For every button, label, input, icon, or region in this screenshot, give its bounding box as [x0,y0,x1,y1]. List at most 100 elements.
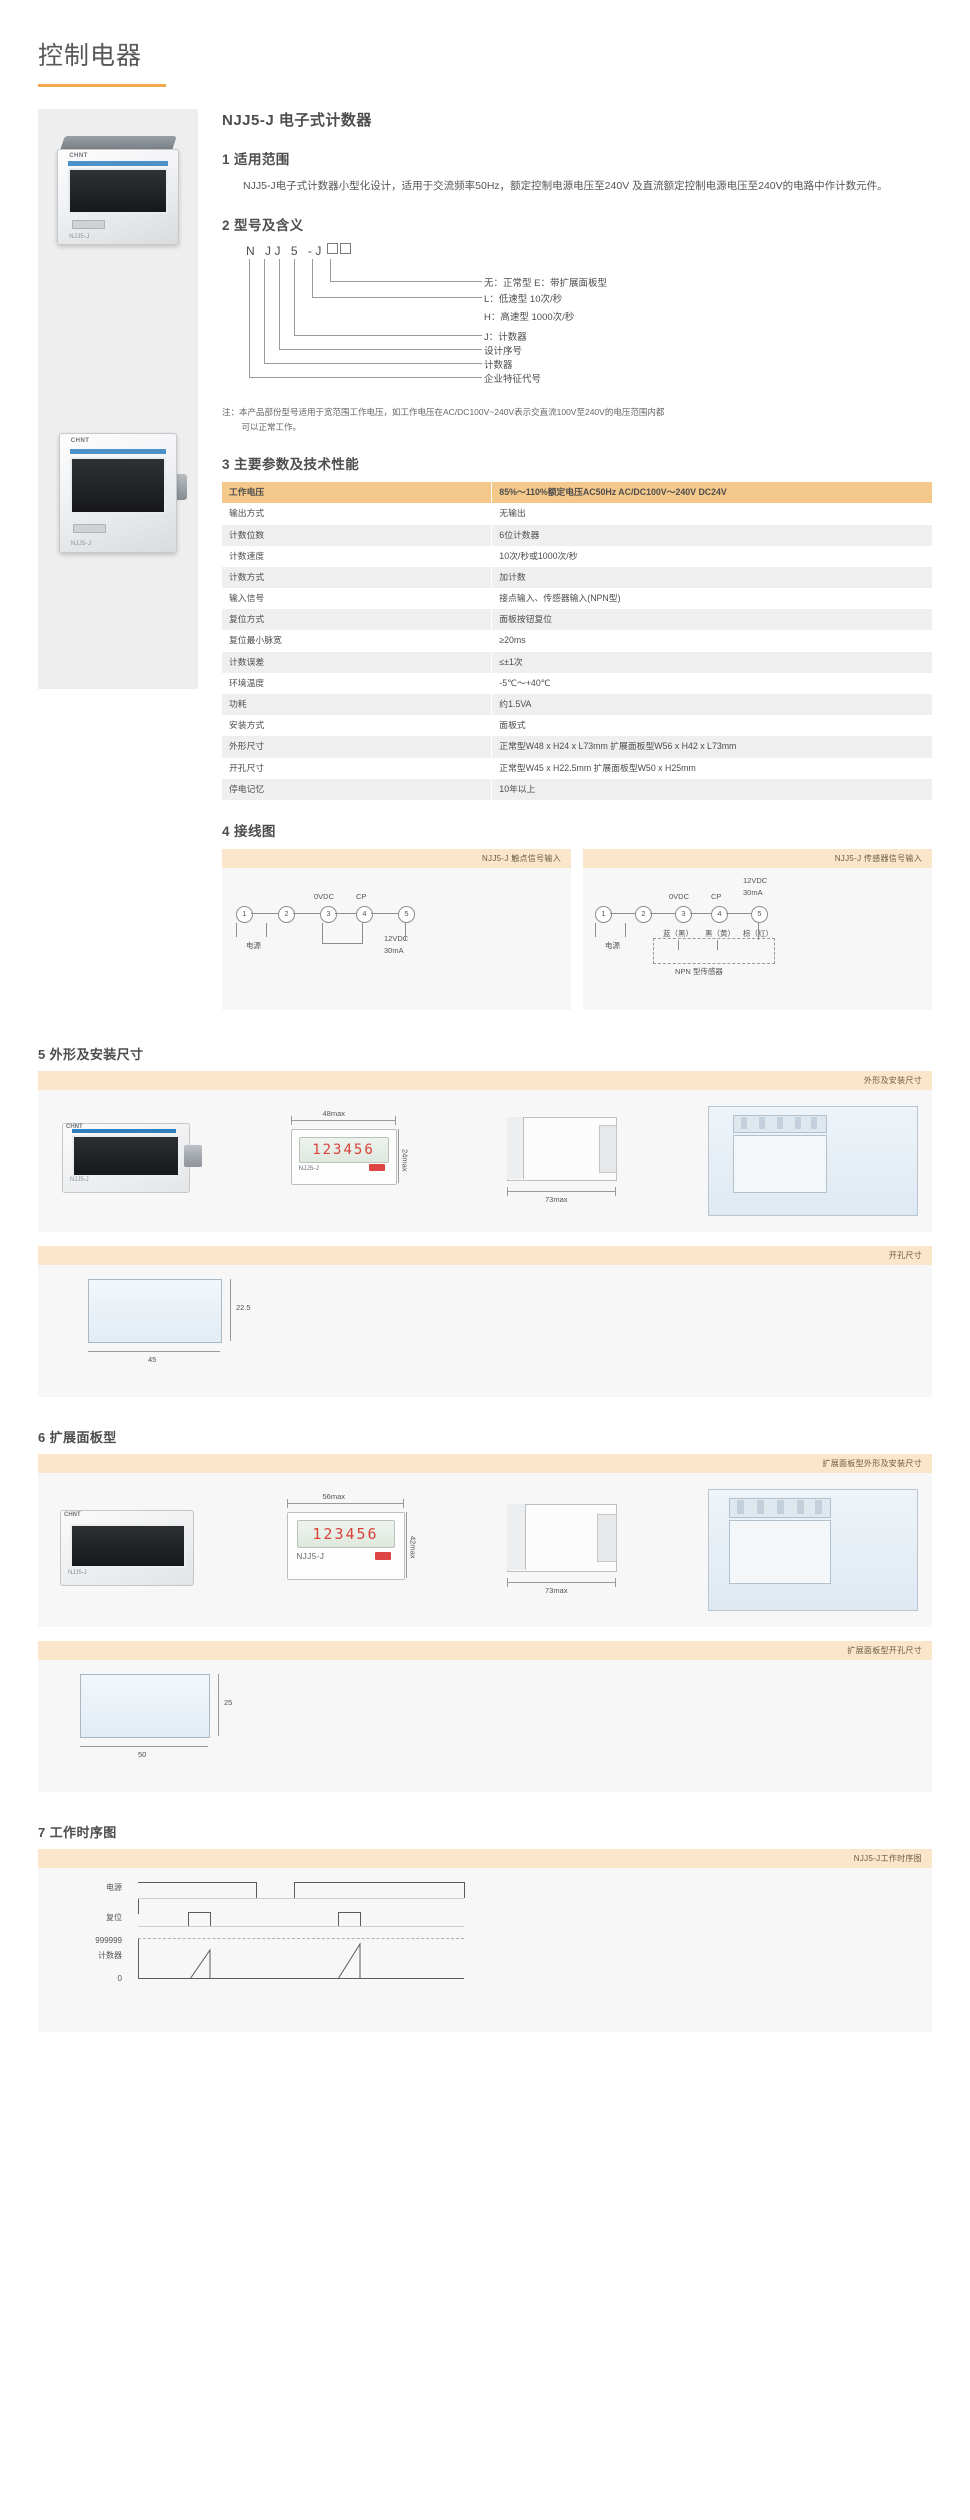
reset-baseline [138,1925,464,1927]
title-underline [38,84,166,87]
model-code: N JJ 5 -J [246,243,351,258]
product-photo-1: CHNT NJJ5-J [38,109,198,399]
device-model-label: NJJ5-J [69,234,90,241]
timing-label-counter: 计数器 [98,1950,122,1960]
label-30ma: 30mA [743,887,763,897]
power-high-2 [294,1881,464,1883]
wire-drop-b [266,922,267,937]
model-label-1: L：低速型 10次/秒 [484,294,563,306]
exp-height-label: 42max [408,1535,418,1559]
hole-width-label: 45 [148,1354,157,1364]
exp-photo-display [70,1523,186,1568]
device-model-label: NJJ5-J [70,541,92,547]
power-fall-2 [464,1881,465,1898]
counter-y-axis [138,1937,139,1978]
dim-width-tick-left [290,1115,292,1125]
model-leader-h-5 [279,349,482,351]
section-1-line-2: 及直流额定控制电源电压至240V的电路中作计数元件。 [632,180,888,192]
model-leader-v-4 [294,259,295,336]
device-photo-display [72,1134,180,1177]
section-7-heading: 7 工作时序图 [38,1824,117,1840]
section-7: 7 工作时序图 NJJ5-J工作时序图 电源 复位 999999 计数器 0 [0,1822,970,2032]
exp-blueprint-body [728,1519,831,1584]
exp-height-line [405,1511,407,1578]
dim-width-tick-right [394,1115,396,1125]
exp-length-line [507,1581,615,1583]
front-view-reset-button [368,1163,385,1171]
product-photo-column: CHNT NJJ5-J CHNT NJJ5-J [38,109,198,1010]
dim-view-blueprint [707,1105,918,1216]
device-accent-strip [67,161,169,167]
spec-value: 约1.5VA [491,694,932,716]
dim-length-tick-right [615,1186,616,1196]
label-cp: CP [711,891,722,901]
exp-photo-model: NJJ5-J [68,1569,87,1576]
section-7-panel: NJJ5-J工作时序图 电源 复位 999999 计数器 0 [38,1848,932,2032]
section-6: 6 扩展面板型 扩展面板型外形及安装尺寸 CHNT NJJ5-J 56max [0,1427,970,1792]
wiring-left-caption: NJJ5-J 触点信号输入 [222,848,571,868]
timing-label-power: 电源 [106,1882,122,1892]
spec-key: 功耗 [222,694,492,716]
wiring-diagram-sensor: NJJ5-J 传感器信号输入 1 2 3 4 5 0VDC CP 12VDC [583,848,932,1010]
section-2-note-line-2: 可以正常工作。 [241,422,302,433]
device-accent-strip [69,448,167,454]
spec-key: 复位方式 [222,609,492,631]
wire-4-5 [371,912,398,914]
device-photo-clip [184,1144,202,1167]
device-brand-mark: CHNT [69,152,88,159]
wire-drop-b [625,922,626,937]
spec-value: 85%～110%额定电压AC50Hz AC/DC100V～240V DC24V [491,482,932,504]
exp-photo-brand: CHNT [64,1511,81,1518]
spec-value: 正常型W45 x H22.5mm 扩展面板型W50 x H25mm [491,757,932,779]
wire-drop-d [717,939,718,950]
device-brand-mark: CHNT [70,437,90,444]
expansion-hole-box: 扩展面板型开孔尺寸 25 50 [38,1640,932,1792]
model-code-text: N JJ 5 -J [246,244,325,259]
model-designation-diagram: N JJ 5 -J 无：正常型 E：带扩展面板型 L：低速型 10次/秒 [222,243,932,395]
model-leader-v-2 [264,259,265,364]
spec-value: 加计数 [491,566,932,589]
section-6-panel-top: 扩展面板型外形及安装尺寸 CHNT NJJ5-J 56max [38,1453,932,1627]
expansion-outline-box: 扩展面板型外形及安装尺寸 CHNT NJJ5-J 56max [38,1453,932,1627]
spec-key: 复位最小脉宽 [229,635,282,646]
section-5-panel-bottom: 开孔尺寸 22.5 45 [38,1245,932,1397]
spec-key: 计数方式 [222,566,492,589]
outline-dimensions-box: 外形及安装尺寸 CHNT NJJ5-J 48max [38,1070,932,1232]
power-fall-1 [256,1881,257,1898]
hole-dimensions-box: 开孔尺寸 22.5 45 [38,1245,932,1397]
spec-row: 输出方式 无输出 [222,503,932,525]
product-title: NJJ5-J 电子式计数器 [222,112,372,129]
counter-ramp-line [138,1942,464,1979]
wire-1-2 [251,912,278,914]
dim-height-line [397,1128,399,1183]
spec-value: 6位计数器 [491,524,932,546]
section-6-caption-top: 扩展面板型外形及安装尺寸 [38,1453,932,1473]
exp-hole-height-label: 25 [224,1697,233,1707]
exp-blueprint-pin-3 [776,1499,784,1514]
wire-3-4 [690,912,711,914]
device-photo-brand: CHNT [66,1123,83,1130]
wire-drop-e [405,922,406,941]
reset-rise-2 [338,1911,339,1926]
side-view-body [507,1116,617,1181]
model-leader-h-6 [264,363,482,365]
exp-front-model: NJJ5-J [296,1551,325,1561]
model-leader-h-1 [330,281,482,283]
exp-hole-width-label: 50 [138,1749,147,1759]
exp-width-line [286,1502,403,1504]
section-5: 5 外形及安装尺寸 外形及安装尺寸 CHNT NJJ5-J [0,1044,970,1397]
dim-view-photo: CHNT NJJ5-J [52,1107,261,1215]
model-leader-h-2 [312,297,482,299]
spec-value: 无输出 [491,503,932,525]
spec-value: 接点输入、传感器输入(NPN型) [491,588,932,610]
spec-key: 输出方式 [229,508,265,519]
timing-label-ymax: 999999 [95,1935,122,1945]
hole-height-line [230,1278,231,1341]
wire-4-5 [726,912,751,914]
wiring-left-body: 1 2 3 4 5 0VDC CP 电源 12VDC 30mA [222,868,571,1010]
spec-value: ≥20ms [491,630,932,652]
spec-row: 计数方式加计数 [222,566,932,589]
